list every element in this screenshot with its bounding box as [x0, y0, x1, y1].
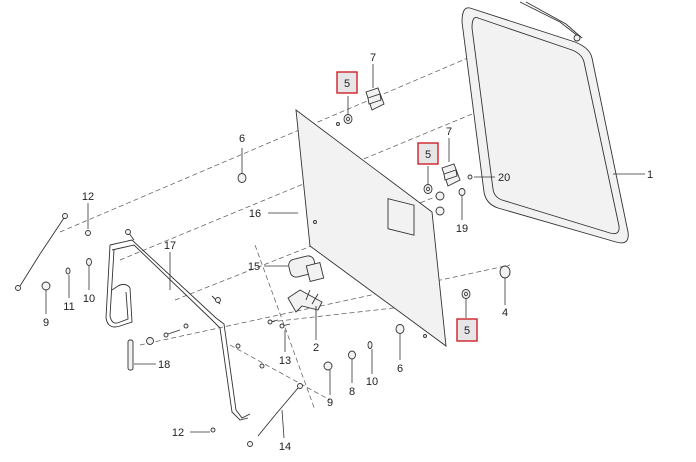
- callout-10-lower: 10: [366, 376, 378, 388]
- assembly-axes: [59, 39, 531, 411]
- hinge-lower: [441, 163, 461, 187]
- lower-hardware: [323, 341, 373, 371]
- callout-numbers: 1 7 7 20 19 4 6 16 15 2 13 6 10 8 9 18 1…: [43, 52, 653, 453]
- door-panel: [295, 109, 447, 347]
- callout-13: 13: [279, 355, 291, 367]
- washer-upper: [343, 114, 353, 124]
- callout-15: 15: [248, 261, 260, 273]
- washer-middle: [423, 184, 433, 194]
- callout-4: 4: [502, 307, 508, 319]
- cap-nut: [499, 265, 511, 279]
- tubular-frame: [105, 229, 251, 421]
- callout-18: 18: [158, 359, 170, 371]
- gas-strut-left: [15, 213, 216, 433]
- callout-19: 19: [456, 223, 468, 235]
- callout-7-lower: 7: [446, 126, 452, 138]
- callout-5-middle[interactable]: 5: [417, 142, 439, 165]
- callout-16: 16: [249, 208, 261, 220]
- callout-12-lower: 12: [172, 427, 184, 439]
- leader-lines: [45, 64, 645, 439]
- callout-label: 5: [464, 325, 470, 337]
- callout-12-upper: 12: [82, 191, 94, 203]
- washer-lower: [461, 289, 471, 299]
- callout-9-lower: 9: [327, 397, 333, 409]
- hinge-upper: [365, 87, 385, 111]
- callout-label: 5: [425, 149, 431, 161]
- callout-7-upper: 7: [370, 52, 376, 64]
- frame-fasteners: [146, 323, 265, 369]
- callout-11: 11: [63, 301, 74, 313]
- callout-14: 14: [279, 441, 291, 453]
- hinge-bushings: [435, 174, 473, 216]
- callout-5-lower[interactable]: 5: [456, 318, 478, 342]
- gas-strut-lower: [247, 383, 303, 447]
- locating-pin: [127, 339, 134, 371]
- callout-5-upper[interactable]: 5: [336, 71, 358, 94]
- washer-left-upper: [237, 173, 247, 183]
- door-frame-seal: [461, 1, 629, 244]
- callout-8: 8: [349, 386, 355, 398]
- callout-1: 1: [647, 169, 653, 181]
- callout-6-upper: 6: [239, 133, 245, 145]
- callout-20: 20: [498, 172, 510, 184]
- callout-9-upper: 9: [43, 317, 49, 329]
- screws: [267, 319, 291, 329]
- washer-right-lower: [395, 324, 405, 334]
- callout-2: 2: [313, 342, 319, 354]
- callout-label: 5: [344, 78, 350, 90]
- callout-10-upper: 10: [83, 293, 95, 305]
- actuator-motor: [288, 255, 325, 283]
- callout-6-lower: 6: [397, 363, 403, 375]
- lock-mechanism: [287, 289, 323, 320]
- callout-17: 17: [164, 240, 176, 252]
